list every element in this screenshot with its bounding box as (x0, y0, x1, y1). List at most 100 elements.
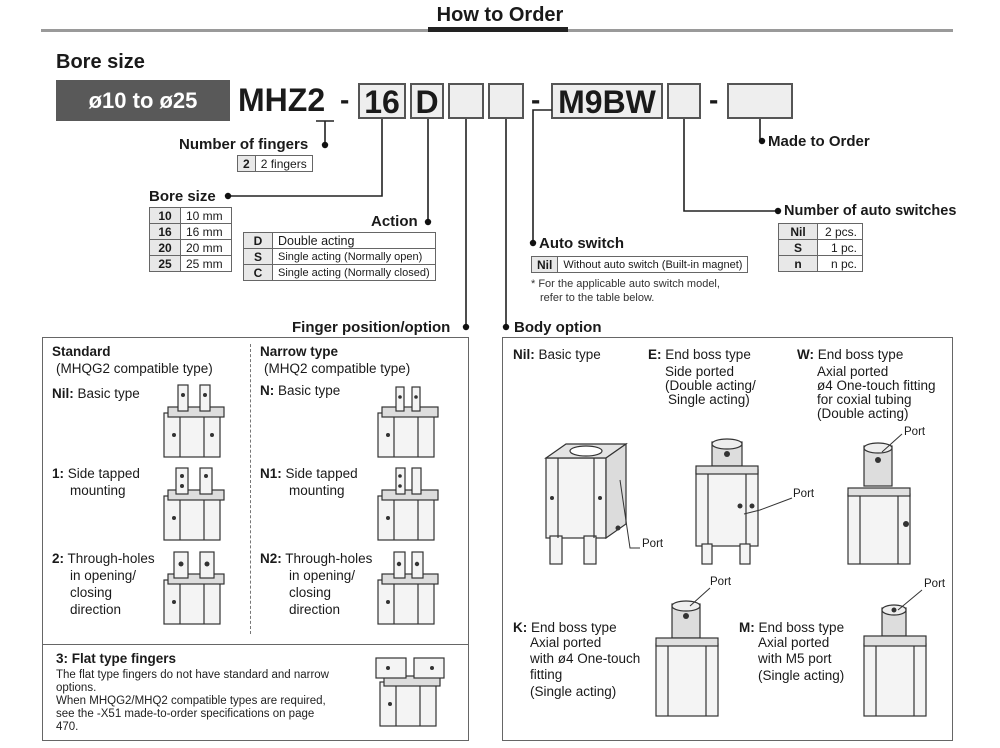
body-k-line4: fitting (530, 667, 563, 682)
fingers-desc: 2 fingers (254, 155, 313, 172)
std-2-line2: in opening/ (70, 568, 137, 583)
std-2-line4: direction (70, 602, 122, 617)
standard-title: Standard (52, 344, 111, 359)
option-code: 1: (52, 466, 65, 481)
finger-option-panel (42, 337, 469, 741)
body-m-line2: Axial ported (758, 635, 830, 650)
std-2-option: 2: Through-holes (52, 550, 155, 567)
option-desc: Side tapped (67, 466, 140, 481)
port-label-coaxial: Port (904, 426, 926, 438)
gripper-narrow-basic-illustration (377, 386, 439, 458)
port-leader-basic (619, 479, 640, 549)
count-code: n (778, 255, 818, 272)
port-leader-k (689, 587, 711, 607)
flat-note-2: options. (56, 682, 97, 694)
body-w-option: W: End boss type (797, 346, 903, 363)
gripper-narrow-side-tapped-illustration (377, 467, 439, 541)
gripper-narrow-through-holes-illustration (377, 551, 439, 625)
bore-desc: 16 mm (180, 223, 232, 240)
flat-note-5: 470. (56, 721, 79, 733)
bore-size-heading: Bore size (56, 51, 145, 73)
flat-note-3: When MHQG2/MHQ2 compatible types are req… (56, 695, 326, 707)
count-code: S (778, 239, 818, 256)
nar-n2-option: N2: Through-holes (260, 550, 372, 567)
gripper-standard-basic-illustration (163, 384, 225, 458)
option-code: N2: (260, 551, 282, 566)
fingers-code: 2 (237, 155, 256, 172)
body-option-label: Body option (514, 319, 602, 336)
count-desc: 1 pc. (817, 239, 863, 256)
body-e-line4: Single acting) (668, 392, 750, 407)
option-code: K: (513, 620, 528, 635)
flat-fingers-title: 3: Flat type fingers (56, 651, 177, 666)
auto-switch-note-1: * For the applicable auto switch model, (531, 278, 720, 290)
nar-n-option: N: Basic type (260, 382, 340, 399)
option-desc: End boss type (665, 347, 751, 362)
option-code: Nil: (513, 347, 535, 362)
port-leader-m (897, 589, 923, 611)
option-desc: End boss type (531, 620, 617, 635)
option-code: M: (739, 620, 755, 635)
std-2-line3: closing (70, 585, 113, 600)
option-desc: Side tapped (285, 466, 358, 481)
action-desc: Single acting (Normally closed) (272, 264, 436, 281)
body-k-line3: with ø4 One-touch (530, 651, 641, 666)
std-nil-option: Nil: Basic type (52, 385, 140, 402)
body-m-line3: with M5 port (758, 651, 832, 666)
bore-size-label: Bore size (149, 188, 216, 205)
body-axial-m5-illustration (863, 604, 927, 717)
option-code: 2: (52, 551, 65, 566)
body-k-option: K: End boss type (513, 619, 617, 636)
option-desc: Basic type (538, 347, 601, 362)
action-desc: Double acting (272, 232, 436, 249)
option-code: W: (797, 347, 814, 362)
finger-option-box (448, 83, 484, 119)
option-code: Nil: (52, 386, 74, 401)
bore-code: 25 (149, 255, 181, 272)
bore-desc: 25 mm (180, 255, 232, 272)
panel-divider-horizontal (42, 644, 469, 645)
action-label: Action (371, 213, 418, 230)
code-dash-1: - (340, 84, 350, 115)
auto-switch-label: Auto switch (539, 235, 624, 252)
auto-switch-desc: Without auto switch (Built-in magnet) (557, 256, 749, 273)
std-1-line2: mounting (70, 483, 126, 498)
bore-range-badge: ø10 to ø25 (56, 80, 230, 121)
option-desc: Basic type (77, 386, 140, 401)
body-k-line5: (Single acting) (530, 684, 617, 699)
standard-subtitle: (MHQG2 compatible type) (56, 361, 213, 376)
made-to-order-label: Made to Order (768, 133, 870, 150)
option-desc: Basic type (278, 383, 341, 398)
option-code: N1: (260, 466, 282, 481)
option-desc: End boss type (817, 347, 904, 362)
nar-n2-line3: closing (289, 585, 332, 600)
count-desc: 2 pcs. (817, 223, 863, 240)
body-w-line3: ø4 One-touch fitting (817, 378, 936, 393)
bore-code: 10 (149, 207, 181, 224)
body-basic-illustration (544, 442, 628, 565)
body-axial-single-illustration (655, 600, 719, 717)
switch-count-box (667, 83, 701, 119)
gripper-standard-through-holes-illustration (163, 551, 225, 625)
code-dash-2: - (531, 84, 541, 115)
body-side-ported-illustration (695, 438, 759, 565)
narrow-subtitle: (MHQ2 compatible type) (264, 361, 411, 376)
code-dash-3: - (709, 84, 719, 115)
bore-code: 20 (149, 239, 181, 256)
flat-note-1: The flat type fingers do not have standa… (56, 669, 329, 681)
body-e-option: E: End boss type (648, 346, 751, 363)
action-code-box: D (410, 83, 444, 119)
nar-n2-line4: direction (289, 602, 341, 617)
action-code: C (243, 264, 273, 281)
